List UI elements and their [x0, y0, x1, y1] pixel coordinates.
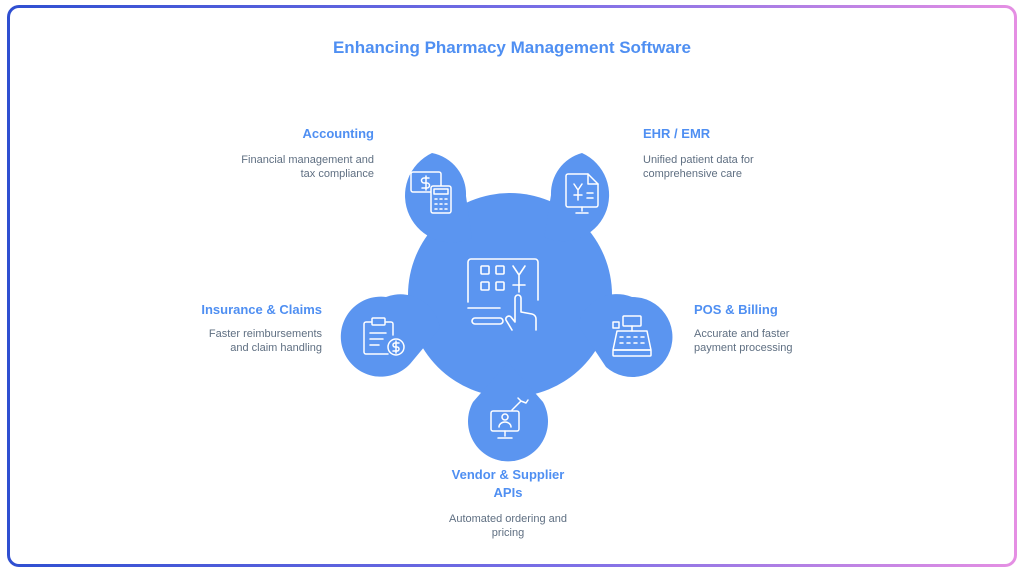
pos-title: POS & Billing	[694, 302, 778, 317]
money-calculator-icon	[410, 171, 452, 214]
vendor-description: Automated ordering and pricing	[448, 513, 568, 539]
accounting-title: Accounting	[302, 126, 375, 141]
ehr-description: Unified patient data for comprehensive c…	[643, 154, 754, 180]
insurance-description: Faster reimbursements and claim handling	[208, 328, 322, 354]
insurance-node[interactable]	[340, 294, 440, 377]
hub-circle	[408, 193, 612, 397]
patient-record-monitor-icon	[565, 173, 599, 214]
pos-description: Accurate and faster payment processing	[694, 328, 793, 354]
cash-register-icon	[612, 315, 652, 357]
diagram-title: Enhancing Pharmacy Management Software	[332, 38, 692, 57]
vendor-title: Vendor & Supplier APIs	[451, 467, 565, 500]
accounting-description: Financial management and tax compliance	[241, 154, 374, 180]
pharmacy-terminal-icon	[467, 258, 539, 331]
supplier-monitor-icon	[490, 397, 529, 439]
clipboard-dollar-icon	[363, 317, 405, 356]
ehr-title: EHR / EMR	[643, 126, 711, 141]
pos-node[interactable]	[578, 294, 673, 377]
ehr-node[interactable]	[544, 153, 610, 242]
insurance-title: Insurance & Claims	[201, 302, 322, 317]
